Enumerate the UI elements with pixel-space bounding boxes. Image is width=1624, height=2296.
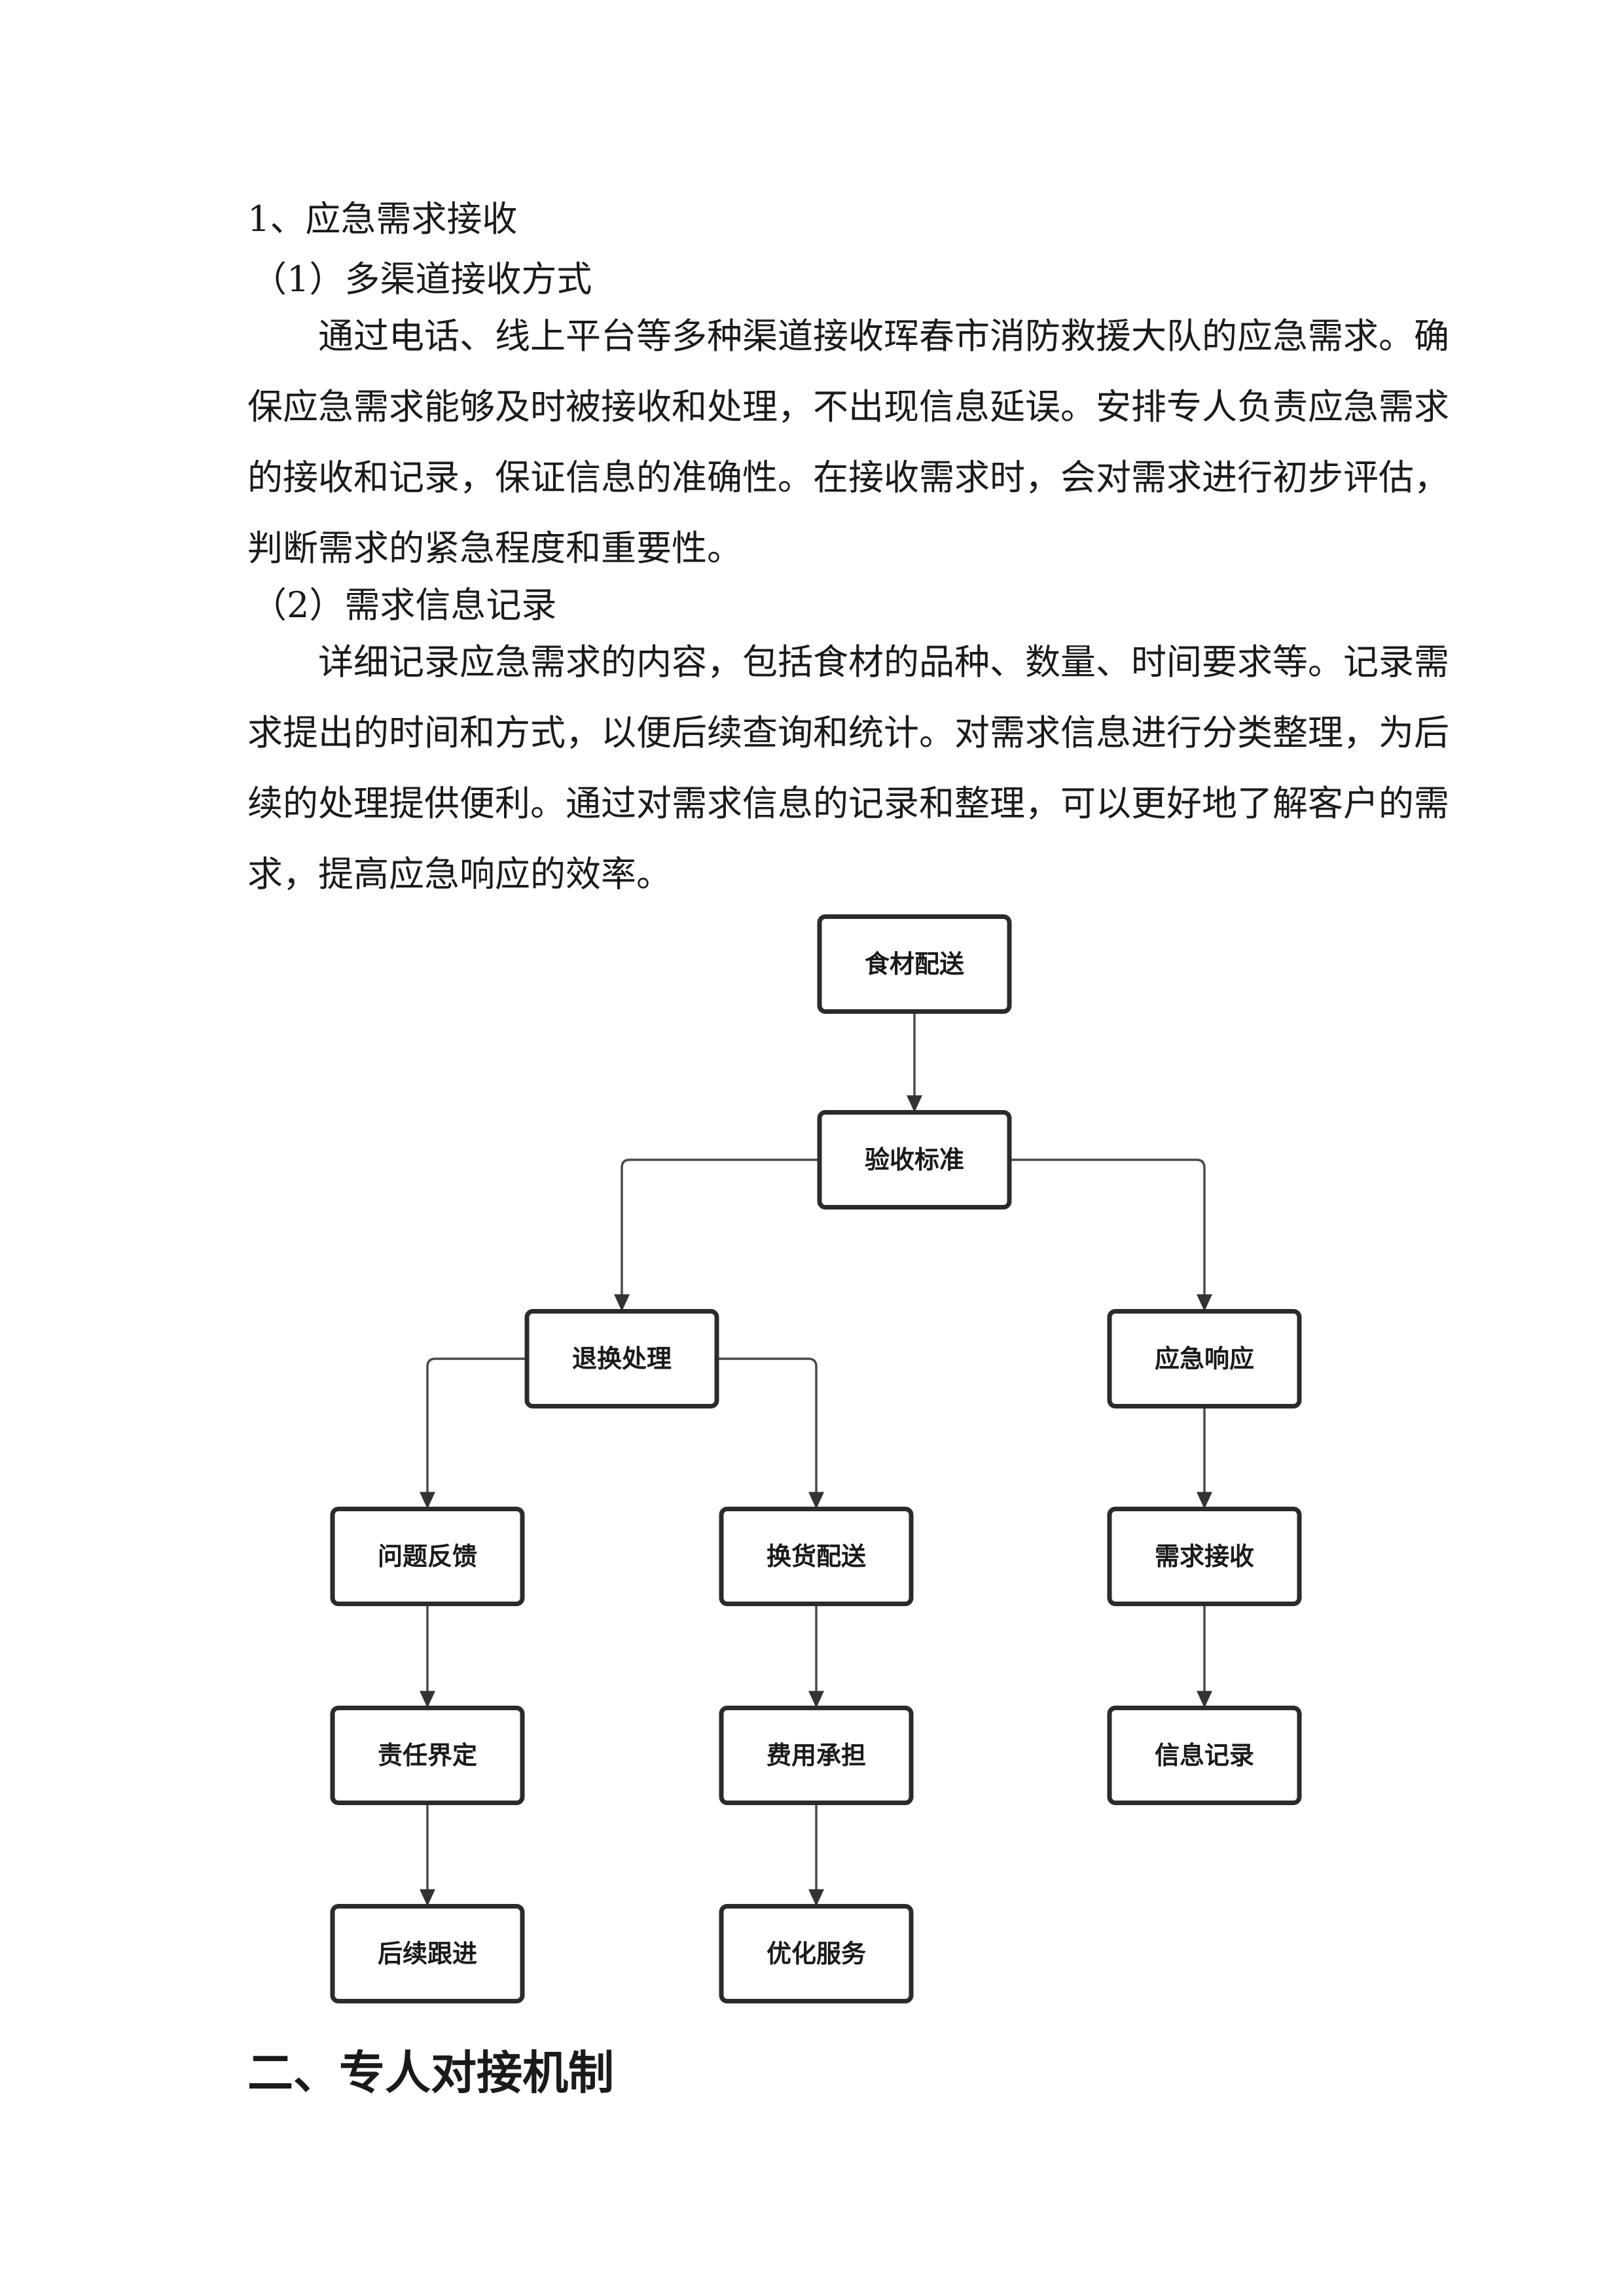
node-label: 责任界定 [378,1741,477,1770]
paragraph-line: 求提出的时间和方式，以便后续查询和统计。对需求信息进行分类整理，为后 [247,712,1449,753]
flow-arrowhead [1197,1691,1212,1708]
node-label: 优化服务 [767,1939,866,1968]
node-label: 应急响应 [1155,1344,1254,1373]
paragraph-line: 详细记录应急需求的内容，包括食材的品种、数量、时间要求等。记录需 [318,641,1449,683]
node-acceptance-standard: 验收标准 [817,1110,1012,1210]
flow-arrowhead [808,1691,824,1708]
node-box [817,1110,1012,1210]
node-cost-bearing: 费用承担 [719,1706,914,1805]
flow-arrowhead [808,1889,824,1907]
node-label: 费用承担 [767,1741,866,1770]
node-label: 问题反馈 [378,1542,477,1571]
node-label: 换货配送 [767,1542,866,1571]
node-label: 需求接收 [1155,1542,1254,1571]
heading-emergency-demand-receipt: 1、应急需求接收 [247,198,518,240]
flow-edge-n3-n6 [717,1357,818,1509]
node-label: 信息记录 [1155,1741,1254,1770]
node-box [1107,1706,1302,1805]
flow-edge-n2-n3 [621,1158,820,1312]
paragraph-line: 保应急需求能够及时被接收和处理，不出现信息延误。安排专人负责应急需求 [247,386,1449,427]
flow-arrowhead [1197,1294,1212,1312]
flow-edge-n2-n4 [1009,1158,1206,1312]
paragraph-line: 判断需求的紧急程度和重要性。 [247,528,742,569]
flow-arrowhead [420,1492,435,1509]
node-box [330,1904,525,2003]
paragraph-multichannel: 通过电话、线上平台等多种渠道接收珲春市消防救援大队的应急需求。确 保应急需求能够… [247,301,1449,584]
flow-arrowhead [420,1889,435,1907]
heading-dedicated-liaison: 二、专人对接机制 [247,2046,614,2100]
node-demand-receipt: 需求接收 [1107,1507,1302,1606]
flow-edge-n3-n5 [426,1357,527,1509]
node-box [719,1706,914,1805]
node-food-delivery: 食材配送 [817,914,1012,1014]
node-box [524,1309,719,1408]
node-follow-up: 后续跟进 [330,1904,525,2003]
node-label: 后续跟进 [378,1939,477,1968]
node-box [817,914,1012,1014]
paragraph-line: 通过电话、线上平台等多种渠道接收珲春市消防救援大队的应急需求。确 [318,315,1449,357]
node-box [330,1507,525,1606]
paragraph-line: 求，提高应急响应的效率。 [247,853,672,895]
subheading-multichannel: （1）多渠道接收方式 [251,259,592,300]
node-responsibility-definition: 责任界定 [330,1706,525,1805]
node-label: 食材配送 [865,950,964,978]
node-return-exchange: 退换处理 [524,1309,719,1408]
flow-arrowhead [614,1294,630,1312]
node-problem-feedback: 问题反馈 [330,1507,525,1606]
node-label: 验收标准 [865,1145,964,1174]
paragraph-demand-record: 详细记录应急需求的内容，包括食材的品种、数量、时间要求等。记录需 求提出的时间和… [247,627,1449,910]
paragraph-line: 的接收和记录，保证信息的准确性。在接收需求时，会对需求进行初步评估， [247,457,1449,498]
node-box [719,1904,914,2003]
subheading-demand-record: （2）需求信息记录 [251,584,557,626]
node-service-optimization: 优化服务 [719,1904,914,2003]
node-box [330,1706,525,1805]
node-replacement-delivery: 换货配送 [719,1507,914,1606]
flowchart-edges [420,1011,1212,1907]
flow-arrowhead [808,1492,824,1509]
node-information-record: 信息记录 [1107,1706,1302,1805]
flow-arrowhead [907,1095,922,1113]
node-box [719,1507,914,1606]
node-box [1107,1309,1302,1408]
node-label: 退换处理 [572,1344,672,1373]
paragraph-line: 续的处理提供便利。通过对需求信息的记录和整理，可以更好地了解客户的需 [247,783,1449,824]
flow-arrowhead [1197,1492,1212,1509]
node-emergency-response: 应急响应 [1107,1309,1302,1408]
node-box [1107,1507,1302,1606]
flow-arrowhead [420,1691,435,1708]
